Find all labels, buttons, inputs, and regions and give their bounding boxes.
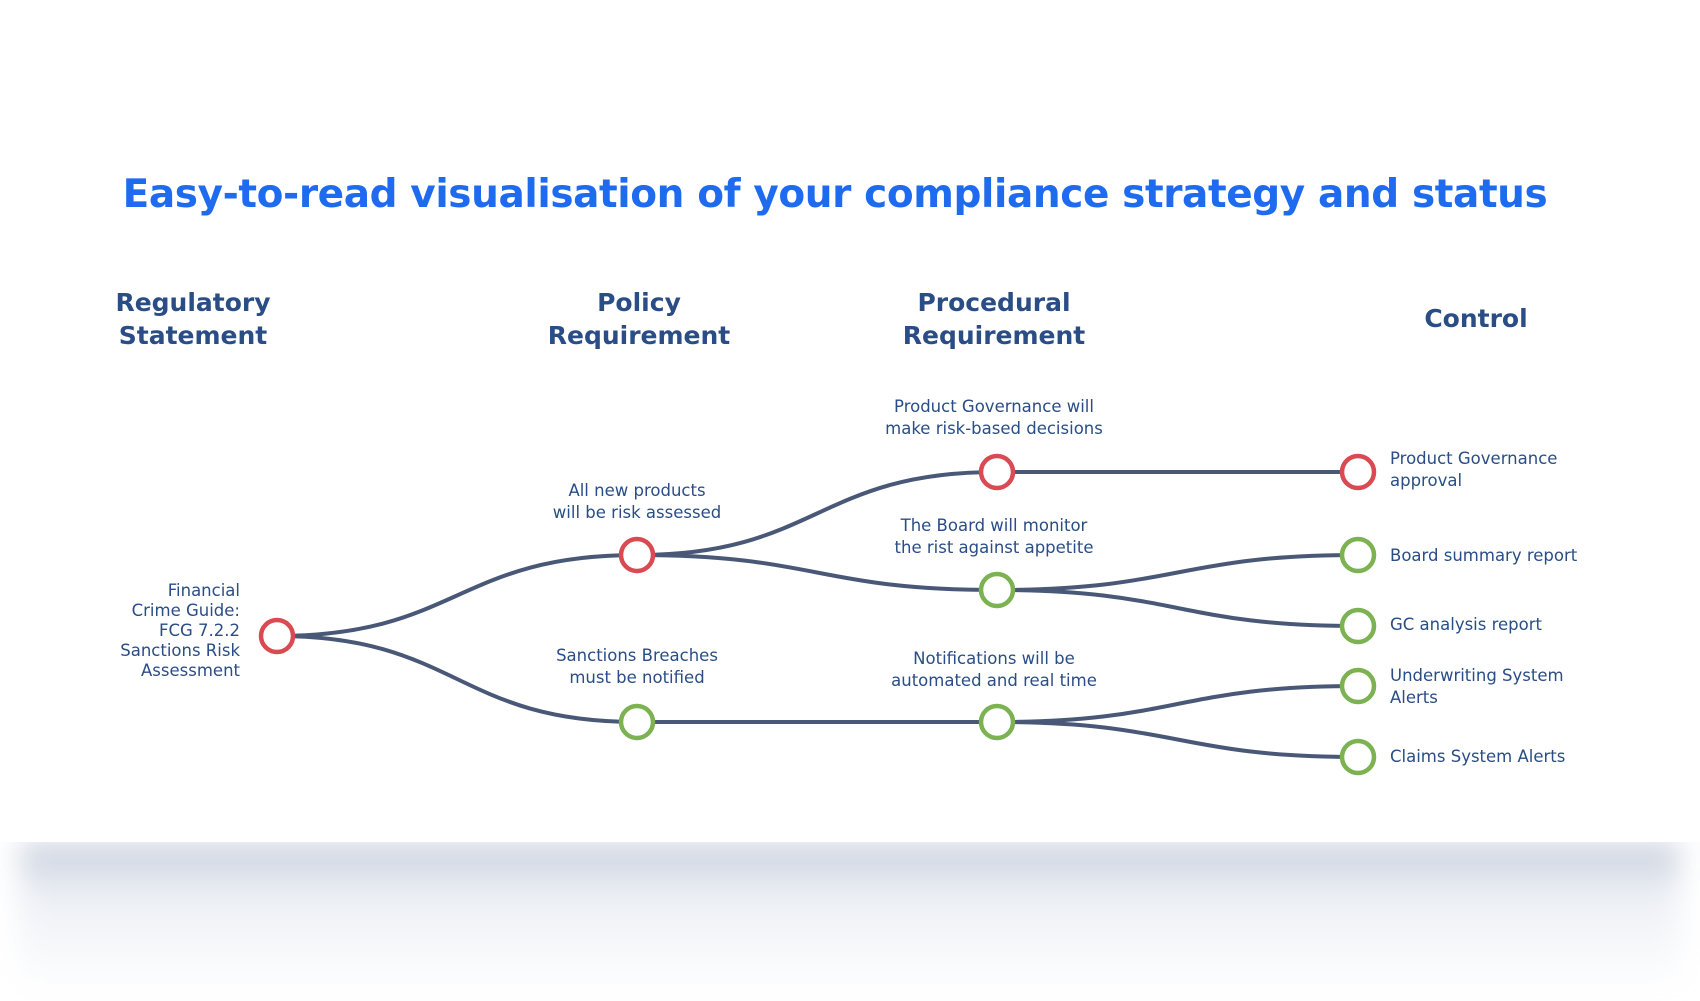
node-label-ctrl-gc-report: GC analysis report [1390, 615, 1542, 634]
node-circle-proc-notifications[interactable] [978, 703, 1016, 741]
column-heading-regulatory: Regulatory Statement [115, 288, 271, 350]
column-heading-procedural: Procedural Requirement [902, 288, 1086, 350]
node-circle-ctrl-uw-alerts[interactable] [1339, 667, 1377, 705]
node-label-policy-new-products: All new products will be risk assessed [552, 481, 722, 522]
connector-root-to-policy-new-products [275, 553, 639, 638]
connector-proc-board-to-ctrl-gc-report [995, 588, 1360, 628]
connector-proc-board-to-ctrl-board-report [995, 553, 1360, 592]
node-label-proc-governance: Product Governance will make risk-based … [885, 397, 1103, 438]
column-heading-control: Control [1424, 304, 1528, 333]
connector-policy-new-products-to-proc-board [635, 553, 999, 592]
connector-policy-new-products-to-proc-governance [635, 470, 999, 557]
node-circle-ctrl-board-report[interactable] [1339, 536, 1377, 574]
node-circle-policy-sanctions[interactable] [618, 703, 656, 741]
connector-root-to-policy-sanctions [275, 634, 639, 724]
node-circle-proc-governance[interactable] [978, 453, 1016, 491]
node-label-proc-board: The Board will monitor the rist against … [894, 516, 1094, 557]
node-circle-root[interactable] [258, 617, 296, 655]
node-label-ctrl-board-report: Board summary report [1390, 546, 1578, 565]
node-circle-ctrl-governance-approval[interactable] [1339, 453, 1377, 491]
column-heading-policy: Policy Requirement [547, 288, 731, 350]
node-circle-ctrl-gc-report[interactable] [1339, 607, 1377, 645]
connector-proc-notifications-to-ctrl-claims-alerts [995, 720, 1360, 759]
node-circle-policy-new-products[interactable] [618, 536, 656, 574]
tree-diagram [258, 453, 1377, 776]
page-title: Easy-to-read visualisation of your compl… [122, 172, 1548, 217]
node-label-policy-sanctions: Sanctions Breaches must be notified [556, 646, 718, 687]
node-label-ctrl-governance-approval: Product Governance approval [1390, 449, 1558, 490]
node-label-ctrl-uw-alerts: Underwriting System Alerts [1390, 666, 1564, 707]
connector-proc-notifications-to-ctrl-uw-alerts [995, 684, 1360, 724]
node-label-root: Financial Crime Guide: FCG 7.2.2 Sanctio… [120, 581, 240, 680]
node-label-ctrl-claims-alerts: Claims System Alerts [1390, 747, 1566, 766]
diagram-card: Easy-to-read visualisation of your compl… [115, 172, 1578, 776]
nodes [258, 453, 1377, 776]
node-circle-ctrl-claims-alerts[interactable] [1339, 738, 1377, 776]
connectors [275, 469, 1360, 759]
card-shadow [20, 842, 1680, 992]
node-label-proc-notifications: Notifications will be automated and real… [891, 649, 1097, 690]
node-circle-proc-board[interactable] [978, 571, 1016, 609]
